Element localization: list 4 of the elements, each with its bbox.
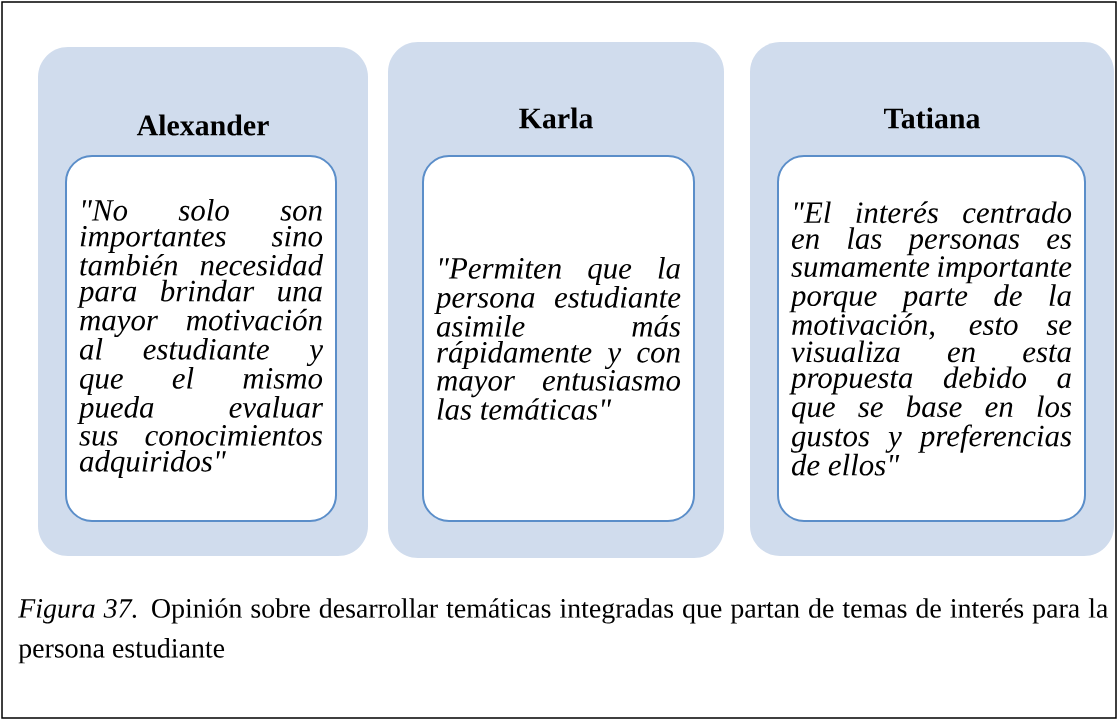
quote-box: "No solo son importantes sino también necesidad para brindar una mayor motivación al estudiante y que el mismo pueda evaluar sus conocimientos adquiridos" — [65, 155, 337, 522]
quote-box: "El interés centrado en las personas es sumamente importante porque parte de la motivación, esto se visualiza en esta propuesta debido a que se base en los gustos y preferencias de ellos" — [777, 155, 1086, 522]
quote-box: "Permiten que la persona estudiante asimile más rápidamente y con mayor entusiasmo las temáticas" — [422, 155, 695, 522]
figure-caption: Figura 37. Opinión sobre desarrollar temáticas integradas que partan de temas de interés para la persona estudiante — [18, 598, 1108, 664]
